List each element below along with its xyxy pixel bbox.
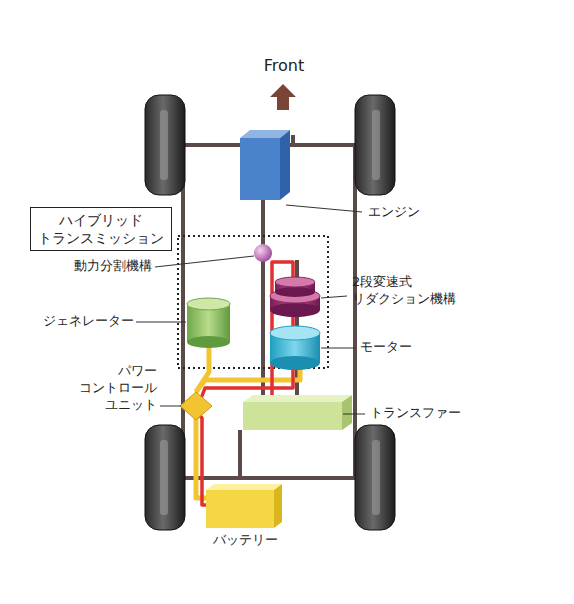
box-text: ハイブリッド トランスミッション xyxy=(37,211,165,247)
label-box: ハイブリッド トランスミッション xyxy=(30,207,172,251)
part-label: エンジン xyxy=(368,204,468,221)
part-label: バッテリー xyxy=(213,532,313,549)
part-label: パワー コントロール ユニット xyxy=(55,363,157,414)
direction-label: Front xyxy=(258,56,310,77)
part-label: 動力分割機構 xyxy=(48,258,152,275)
part-label: 2段変速式 リダクション機構 xyxy=(352,274,482,308)
part-label: トランスファー xyxy=(370,405,490,422)
part-label: モーター xyxy=(360,339,460,356)
part-label: ジェネレーター xyxy=(30,313,134,330)
